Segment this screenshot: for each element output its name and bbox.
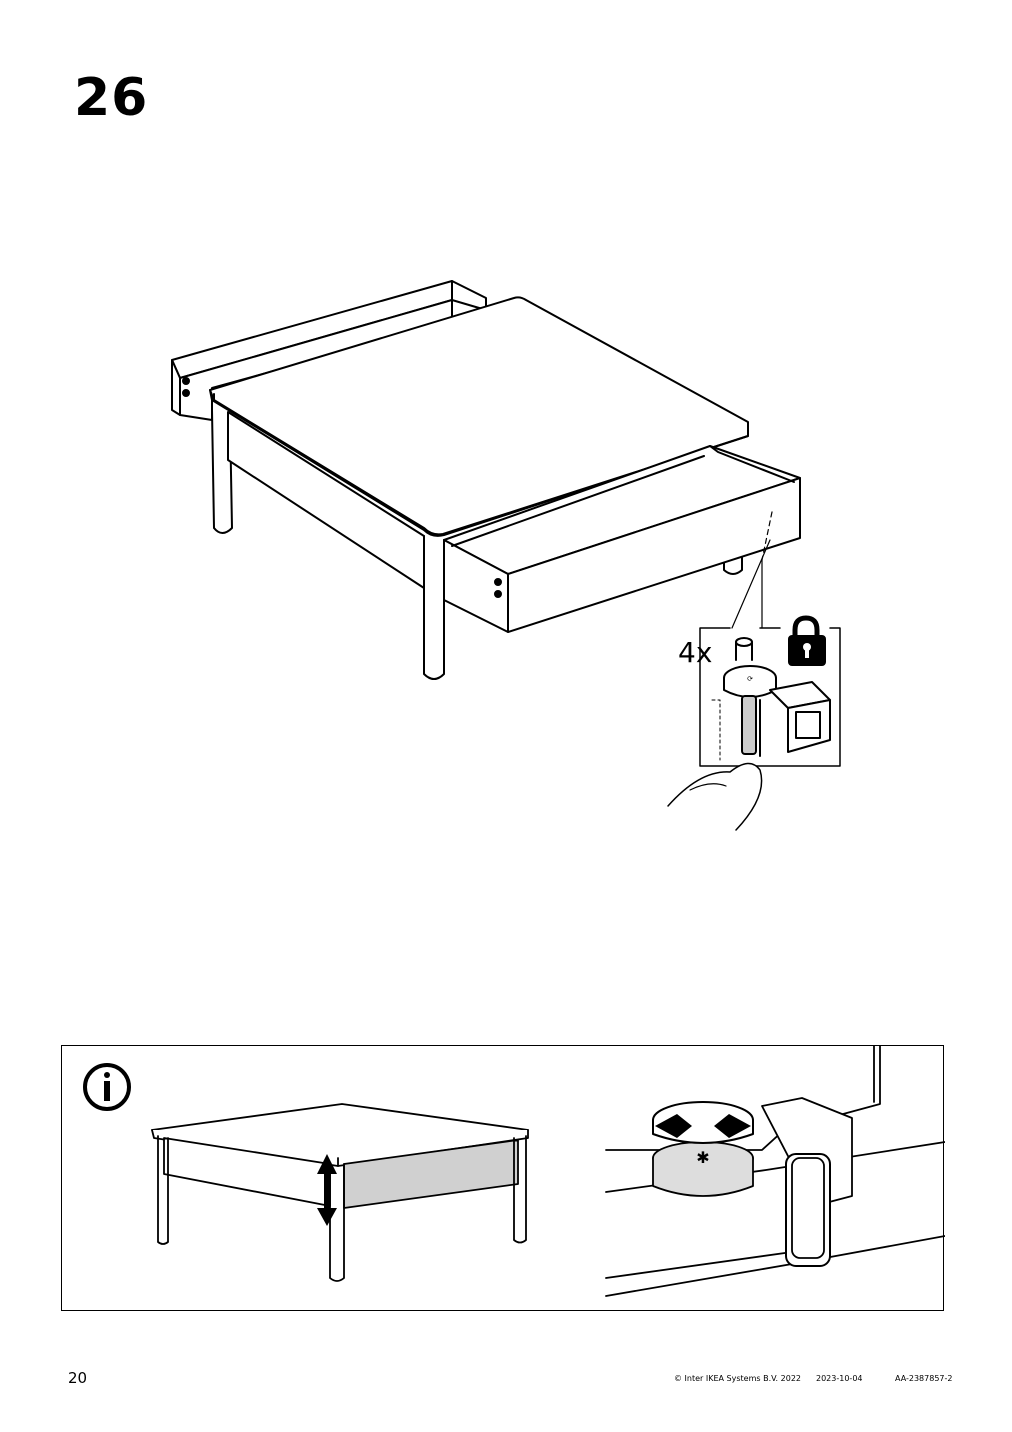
document-code: AA-2387857-2 xyxy=(895,1374,953,1383)
quantity-text: 4x xyxy=(678,636,713,669)
detail-leader-lines xyxy=(731,511,773,629)
svg-text:✱: ✱ xyxy=(696,1148,709,1167)
info-box: ✱ xyxy=(61,1045,945,1311)
cam-adjust-detail: ✱ xyxy=(605,1046,945,1297)
info-illustrations: ✱ xyxy=(83,1046,945,1297)
rotate-arrows-icon xyxy=(655,1114,751,1138)
leg-front-left xyxy=(423,535,445,680)
info-icon xyxy=(83,1063,131,1111)
table-top xyxy=(209,296,749,537)
double-arrow-icon xyxy=(317,1154,337,1226)
copyright-text: © Inter IKEA Systems B.V. 2022 xyxy=(674,1374,801,1383)
page-number: 20 xyxy=(68,1369,88,1387)
lock-detail: ⟳ xyxy=(667,627,841,831)
table-side-view xyxy=(151,1103,529,1282)
step-number: 26 xyxy=(74,68,149,128)
quantity-label: 4x xyxy=(678,636,712,669)
document-date: 2023-10-04 xyxy=(816,1374,863,1383)
table-drawer-illustration: ⟳ xyxy=(171,280,841,831)
frame-back-rail xyxy=(171,280,487,421)
svg-text:⟳: ⟳ xyxy=(747,675,753,683)
drawer xyxy=(443,445,801,633)
padlock-icon xyxy=(788,615,826,666)
